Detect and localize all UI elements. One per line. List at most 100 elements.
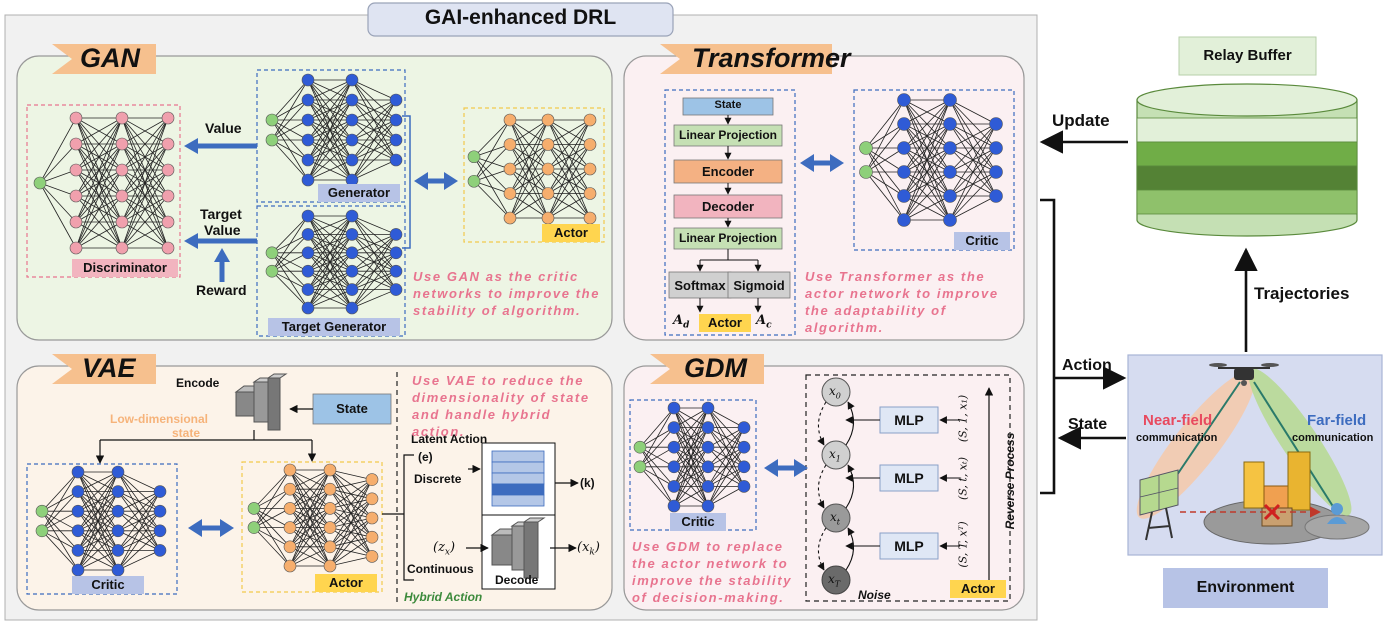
nn-node <box>71 485 85 498</box>
gan-title: GAN <box>80 43 140 73</box>
update-label: Update <box>1052 111 1110 130</box>
nn-node <box>345 133 359 147</box>
nn-node <box>161 111 175 125</box>
nn-edge <box>639 446 675 468</box>
nn-edge <box>253 508 291 528</box>
nn-edge <box>707 466 745 507</box>
vae-title: VAE <box>82 353 136 383</box>
target-generator-label-box <box>268 318 400 336</box>
sigmoid-label: Sigmoid <box>733 278 785 293</box>
xk-label: (xk) <box>577 540 600 558</box>
nn-edge <box>473 180 511 219</box>
nn-node <box>323 502 337 515</box>
nn-node <box>737 421 751 434</box>
nn-node <box>323 559 337 573</box>
nn-edge <box>289 469 331 509</box>
linear-projection-label-1: Linear Projection <box>678 128 778 142</box>
nn-edge <box>75 143 123 249</box>
nn-node <box>943 117 957 131</box>
nn-node <box>943 141 957 155</box>
nn-edge <box>351 99 397 141</box>
nn-edge <box>707 427 745 507</box>
vae-actor-network <box>247 463 379 573</box>
nn-edge <box>673 407 709 468</box>
nn-node <box>71 563 85 577</box>
nn-edge <box>639 466 675 507</box>
nn-node <box>69 111 83 125</box>
gan-actor-network <box>467 113 597 225</box>
nn-node <box>111 563 125 577</box>
nn-edge <box>473 119 511 158</box>
nn-edge <box>121 117 169 197</box>
nn-node <box>859 165 873 179</box>
e-label: (e) <box>418 450 433 464</box>
nn-edge <box>271 215 309 272</box>
nn-edge <box>903 123 951 221</box>
nn-node <box>161 163 175 177</box>
transformer-critic-link-left <box>800 154 814 172</box>
nn-edge <box>121 117 169 171</box>
nn-edge <box>473 180 511 194</box>
a-c-label: Ac <box>756 313 772 331</box>
nn-edge <box>77 530 119 571</box>
nn-edge <box>351 270 397 309</box>
nn-node <box>701 401 715 415</box>
nn-edge <box>117 471 161 492</box>
nn-node <box>69 215 83 229</box>
gan-actor-link-left <box>414 172 428 190</box>
nn-edge <box>289 527 331 567</box>
nn-node <box>301 283 315 296</box>
nn-edge <box>271 139 309 161</box>
decode-label: Decode <box>495 573 539 587</box>
nn-node <box>323 521 337 534</box>
latent-action-label: Latent Action <box>411 432 488 446</box>
nn-node <box>301 301 315 315</box>
nn-edge <box>949 123 997 149</box>
nn-edge <box>307 119 353 181</box>
nn-edge <box>707 427 745 487</box>
nn-edge <box>289 489 331 567</box>
nn-edge <box>75 169 123 249</box>
vae-actor-label-box <box>315 574 377 592</box>
gan-actor-label-box <box>542 224 600 242</box>
nn-node <box>503 187 517 200</box>
nn-node <box>111 524 125 538</box>
gdm-critic-label: Critic <box>681 514 715 529</box>
header-title: GAI-enhanced DRL <box>424 6 617 29</box>
nn-edge <box>117 491 161 551</box>
near-field-communication: communication <box>1136 432 1218 444</box>
nn-edge <box>289 508 331 567</box>
nn-node <box>345 264 359 278</box>
nn-edge <box>329 479 373 528</box>
header-title-box <box>367 2 674 37</box>
nn-edge <box>39 143 77 184</box>
nn-node <box>737 480 751 493</box>
nn-edge <box>307 215 353 254</box>
nn-edge <box>271 79 309 121</box>
nn-edge <box>77 471 119 532</box>
nn-edge <box>707 427 745 468</box>
nn-node <box>153 504 167 518</box>
nn-node <box>69 137 83 151</box>
nn-node <box>667 499 681 513</box>
transformer-title-tab <box>660 44 832 74</box>
nn-edge <box>75 117 123 145</box>
nn-node <box>283 521 297 534</box>
nn-edge <box>639 427 675 468</box>
cond-label-2: (S, t, xₜ) <box>956 456 970 501</box>
nn-edge <box>329 479 373 548</box>
nn-node <box>153 524 167 538</box>
nn-edge <box>509 119 549 219</box>
nn-node <box>541 138 555 151</box>
nn-edge <box>271 99 309 141</box>
nn-edge <box>949 195 997 221</box>
nn-edge <box>351 289 397 309</box>
discrete-bar-5 <box>491 494 545 507</box>
nn-edge <box>253 469 291 509</box>
nn-edge <box>329 479 373 509</box>
nn-node <box>701 480 715 493</box>
mlp-block-1 <box>879 406 939 434</box>
nn-node <box>345 283 359 296</box>
nn-edge <box>39 182 77 223</box>
nn-edge <box>547 119 591 194</box>
